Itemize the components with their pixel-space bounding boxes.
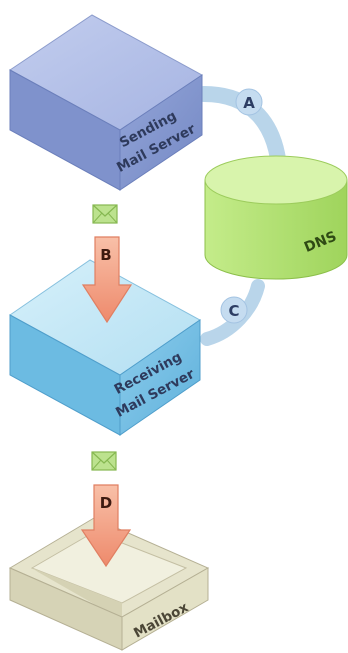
- step-b-label: B: [100, 246, 111, 264]
- step-c-label: C: [228, 302, 239, 320]
- dns-cylinder: DNS: [204, 155, 348, 280]
- sending-server-box: Sending Mail Server: [9, 14, 203, 191]
- step-a-label: A: [243, 94, 255, 112]
- mailbox-tray: Mailbox: [8, 517, 210, 651]
- step-c-badge: C: [220, 296, 248, 324]
- envelope-icon: [91, 451, 117, 471]
- step-b-arrow: B: [81, 236, 133, 324]
- envelope-icon: [92, 204, 118, 224]
- step-d-label: D: [100, 494, 112, 512]
- step-a-badge: A: [235, 88, 263, 116]
- step-d-arrow: D: [80, 484, 132, 568]
